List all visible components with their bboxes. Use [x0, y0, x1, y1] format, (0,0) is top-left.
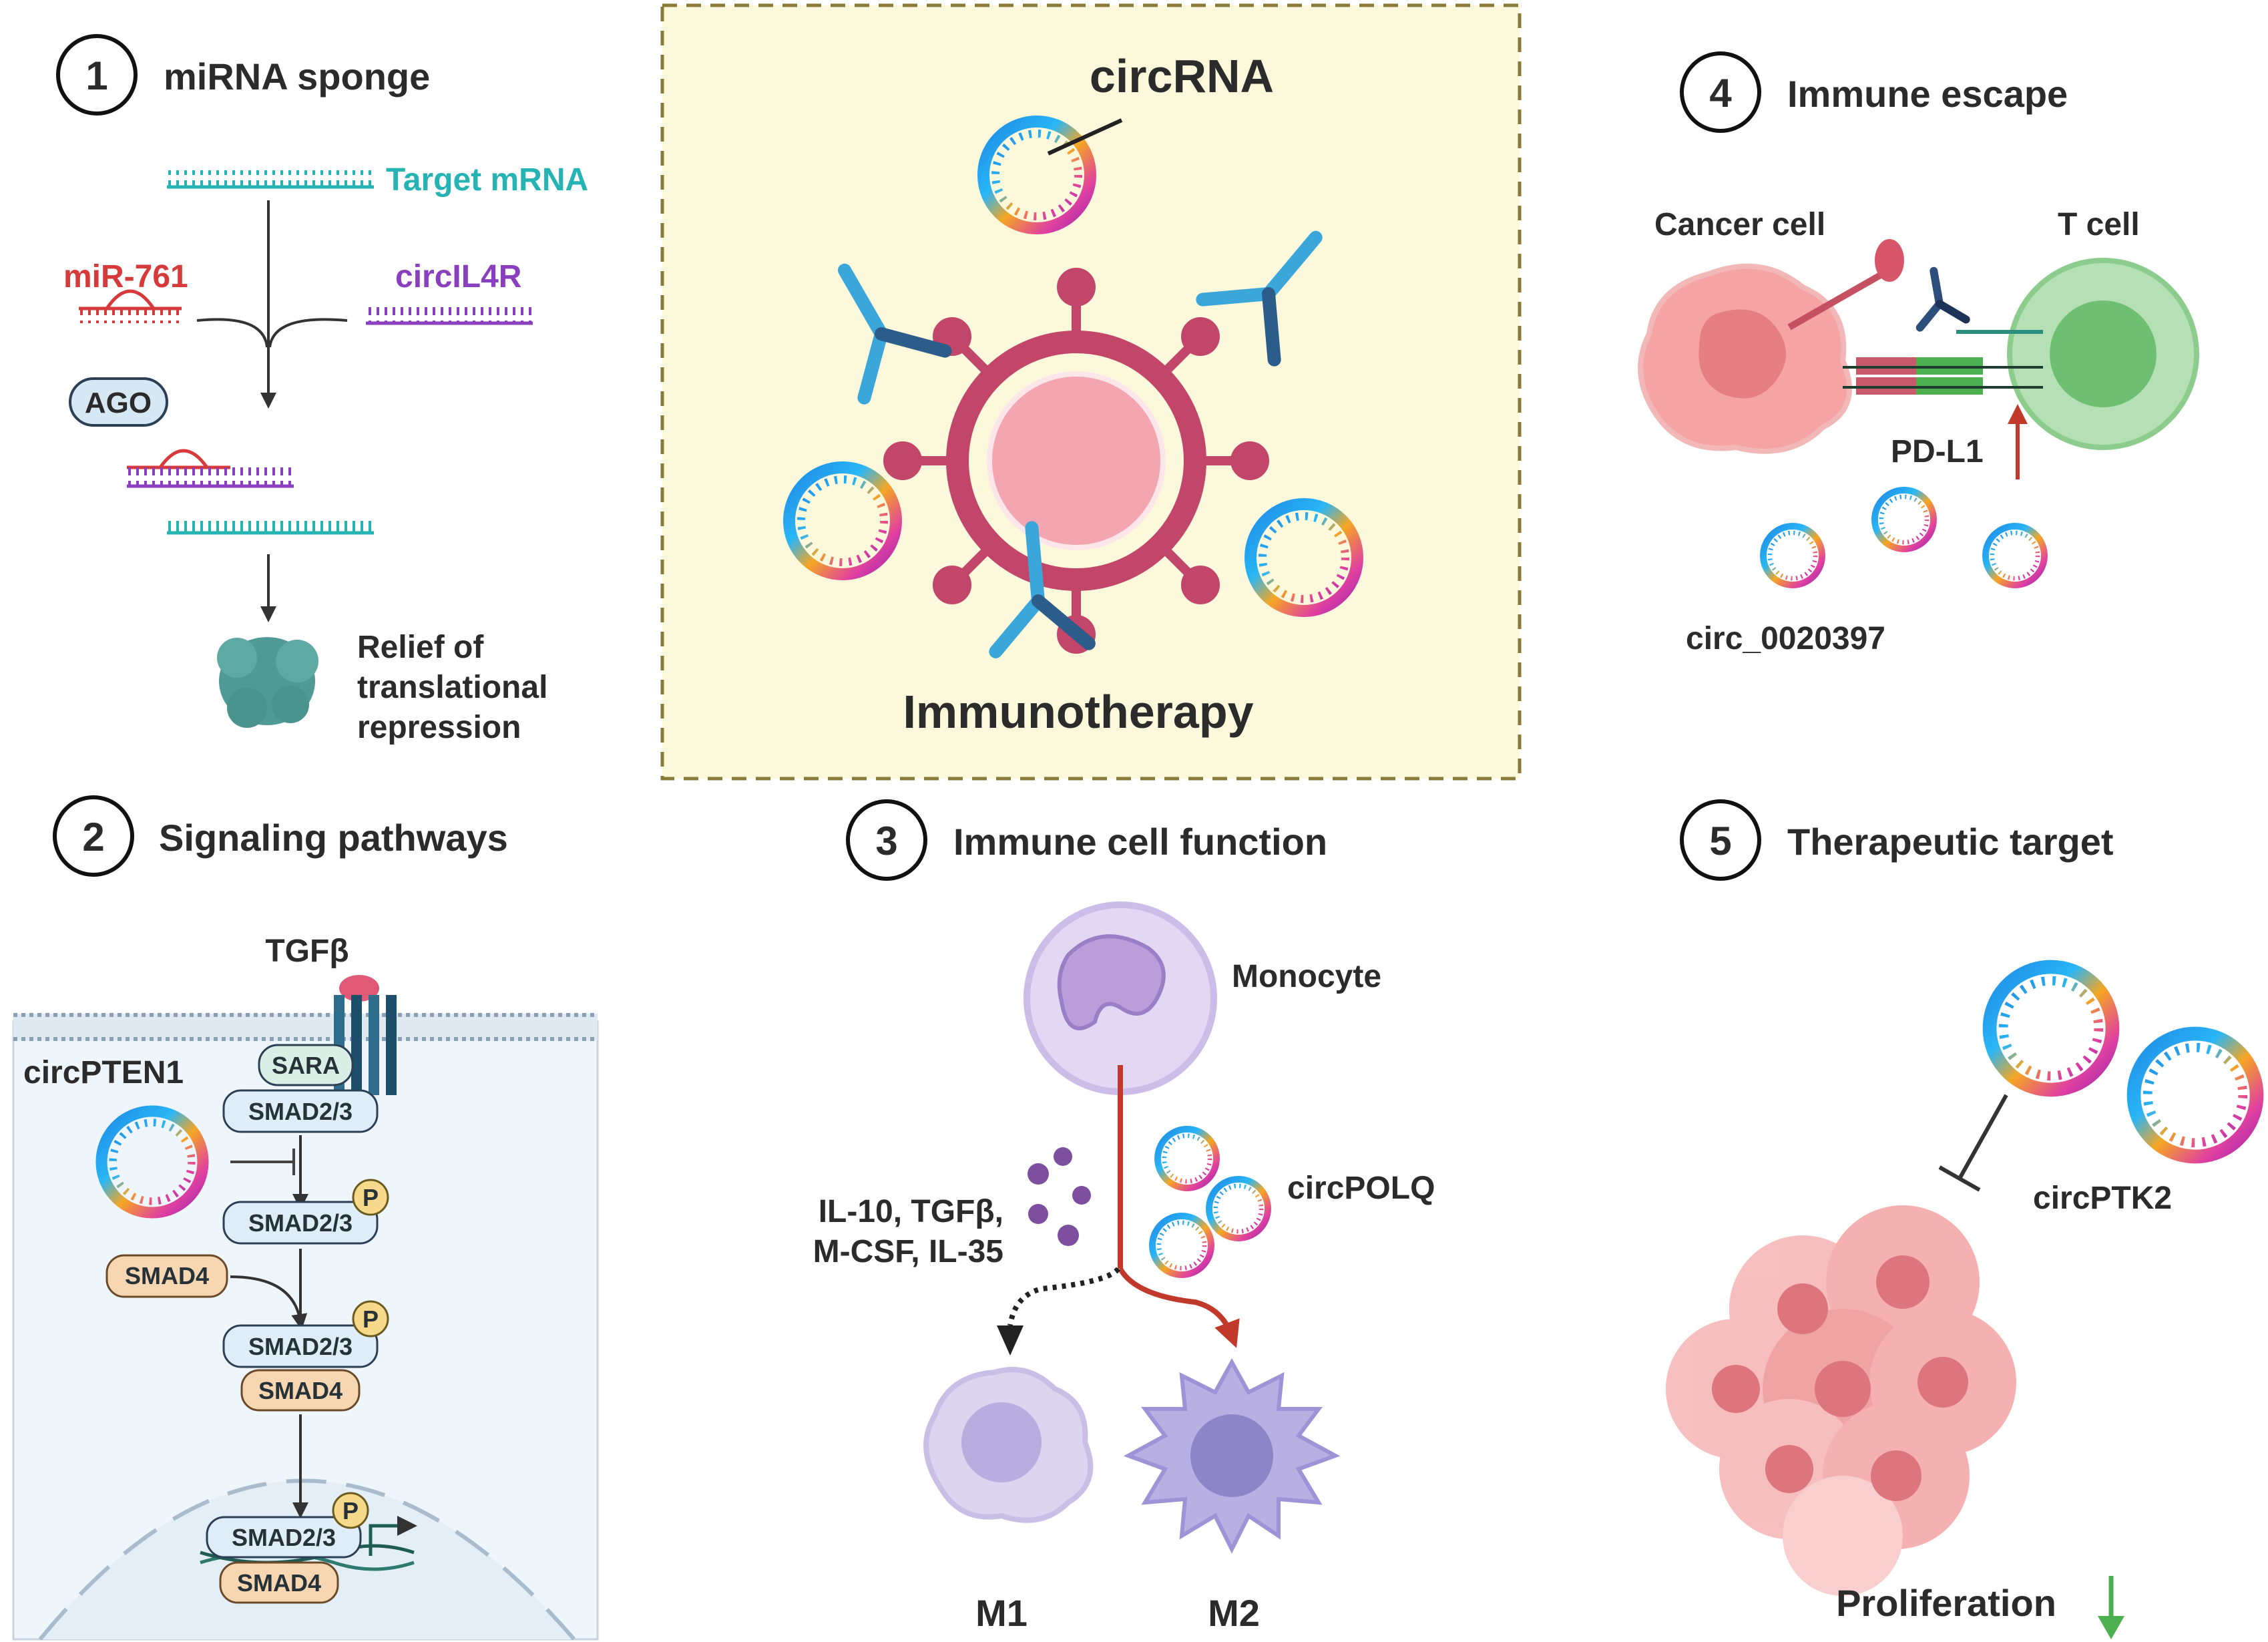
center-title: circRNA [1090, 50, 1274, 102]
panel-mirna-sponge: 1 miRNA sponge Target mRNA miR-761 circI… [56, 34, 588, 745]
m1-arrow [1007, 1267, 1121, 1326]
circrna-ring-icon [1990, 967, 2257, 1157]
panel-number: 4 [1709, 71, 1732, 116]
center-subtitle: Immunotherapy [903, 686, 1253, 738]
monocyte-label: Monocyte [1232, 959, 1381, 994]
svg-text:P: P [363, 1184, 379, 1211]
tcell-label: T cell [2058, 207, 2140, 242]
panel-title: Signaling pathways [159, 817, 508, 859]
pointer-line [1047, 118, 1123, 156]
tumor-cluster [1666, 1205, 2016, 1596]
cancer-cell [1638, 263, 1852, 454]
svg-text:SMAD2/3: SMAD2/3 [248, 1333, 353, 1360]
smad23-label: SMAD2/3 [248, 1098, 353, 1125]
m1-label: M1 [975, 1592, 1028, 1634]
panel-immune-cell-function: 3 Immune cell function Monocyte IL-10, T… [813, 799, 1435, 1634]
panel-number: 3 [875, 819, 897, 863]
sara-label: SARA [272, 1052, 340, 1079]
tcell [2007, 258, 2199, 450]
antibody-icon [838, 230, 1323, 658]
inhibition-line [1958, 1094, 2008, 1180]
circ-label: circPOLQ [1287, 1171, 1435, 1206]
ago-label: AGO [85, 387, 152, 419]
panel-number: 2 [82, 815, 104, 859]
number-badge [56, 34, 138, 116]
svg-text:P: P [343, 1497, 359, 1524]
ligand-label: TGFβ [265, 934, 349, 969]
smad23-label: SMAD2/3 [248, 1209, 353, 1237]
smad4-protein [105, 1254, 228, 1298]
m2-label: M2 [1208, 1592, 1260, 1634]
sara-protein [258, 1044, 354, 1086]
antibody-icon [1915, 266, 1970, 332]
number-badge [1680, 51, 1761, 133]
cell-membrane [13, 1014, 598, 1040]
smad23-protein [222, 1089, 379, 1133]
mirna-label: miR-761 [63, 259, 188, 294]
relief-label-1: Relief of [357, 630, 484, 665]
number-badge [53, 795, 134, 877]
panel-therapeutic-target: 5 Therapeutic target circPTK2 Prolife [1666, 799, 2257, 1639]
pd1-pdl1-complex [1843, 330, 2043, 395]
monocyte-cell [1024, 901, 1217, 1095]
target-mrna-label: Target mRNA [386, 162, 588, 198]
svg-text:P: P [363, 1305, 379, 1333]
panel-immune-escape: 4 Immune escape Cancer cell T cell [1638, 51, 2199, 656]
circrna-ring-icon [1763, 490, 2044, 585]
svg-text:SMAD4: SMAD4 [237, 1569, 321, 1597]
panel-signaling-pathways: 2 Signaling pathways TGFβ circPTEN1 SARA… [12, 795, 599, 1641]
cytokines-label-2: M-CSF, IL-35 [813, 1234, 1003, 1269]
circ-label: circPTEN1 [23, 1055, 184, 1090]
virus-icon [883, 268, 1269, 654]
number-badge [846, 799, 927, 881]
m2-arrow [1118, 1267, 1240, 1348]
relief-label-3: repression [357, 710, 521, 745]
m1-macrophage [923, 1366, 1094, 1523]
svg-text:SMAD4: SMAD4 [258, 1377, 343, 1404]
circrna-ring-icon [1152, 1129, 1268, 1275]
center-panel: circRNA Immunotherapy [660, 3, 1522, 781]
m2-macrophage [1123, 1358, 1341, 1554]
proliferation-label: Proliferation [1836, 1582, 2056, 1624]
circ-label: circPTK2 [2033, 1181, 2172, 1216]
transcription-arrow [369, 1516, 417, 1556]
circ-label: circ_0020397 [1686, 621, 1885, 656]
circ-label: circIL4R [395, 259, 521, 294]
phosphate-badge [352, 1179, 389, 1216]
panel-title: Immune cell function [953, 821, 1327, 863]
cytokines-label-1: IL-10, TGFβ, [819, 1194, 1003, 1229]
cancer-cell-label: Cancer cell [1654, 207, 1825, 242]
panel-title: Therapeutic target [1787, 821, 2114, 863]
svg-text:SMAD2/3: SMAD2/3 [232, 1524, 336, 1551]
number-badge [1680, 799, 1761, 881]
pdl1-label: PD-L1 [1891, 434, 1984, 469]
relief-label-2: translational [357, 670, 547, 705]
cytokine-dots [1028, 1147, 1091, 1246]
ribosome-icon [217, 637, 318, 728]
panel-title: miRNA sponge [164, 55, 430, 97]
target-mrna-comb [167, 170, 374, 188]
smad4-label: SMAD4 [125, 1262, 209, 1289]
panel-number: 1 [85, 53, 107, 98]
panel-number: 5 [1709, 819, 1731, 863]
ago-protein [69, 377, 168, 427]
panel-title: Immune escape [1787, 73, 2068, 115]
